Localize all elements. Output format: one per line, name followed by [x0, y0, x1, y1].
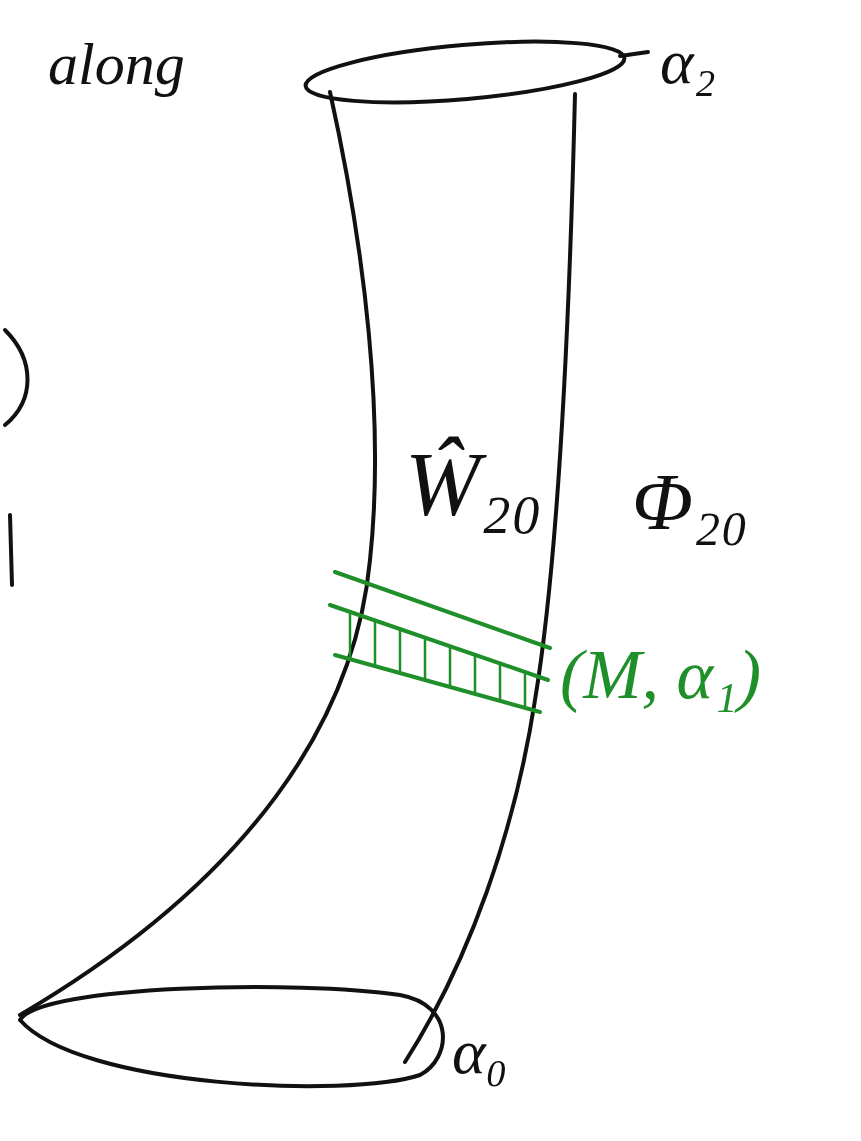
- green-collar-line: [330, 605, 548, 680]
- collar-label: (M, α₁): [560, 640, 761, 710]
- map-label: Φ₂₀: [632, 462, 749, 542]
- boundary-label: α₀: [452, 1020, 508, 1084]
- margin-note: along: [48, 34, 185, 94]
- green-collar-line: [335, 655, 540, 712]
- top-boundary: [303, 31, 626, 113]
- cut-stroke: [5, 330, 28, 425]
- bottom-boundary: [20, 987, 443, 1086]
- boundary-label: α₂: [660, 30, 716, 94]
- top-tail: [620, 52, 648, 56]
- tube-right-side: [405, 94, 575, 1062]
- green-collar-line: [335, 572, 550, 648]
- tube-left-side: [20, 92, 375, 1015]
- collar-hatching: [350, 612, 525, 707]
- cut-stroke: [10, 515, 12, 585]
- cobordism-label: Ŵ₂₀: [405, 440, 543, 530]
